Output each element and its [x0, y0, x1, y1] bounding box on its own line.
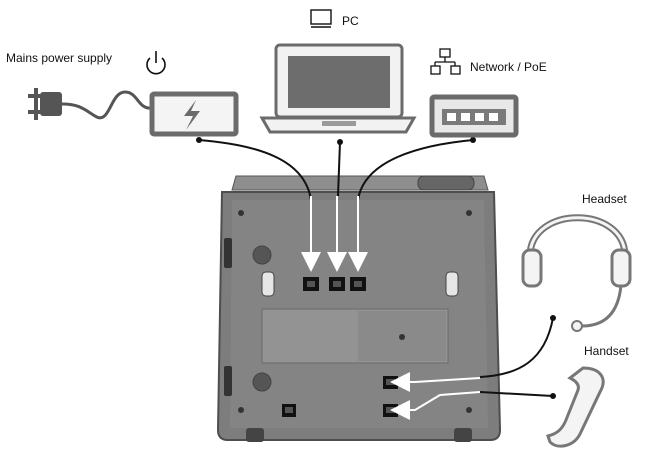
- cable-headset: [390, 315, 556, 392]
- handset: [546, 366, 605, 448]
- port-handset: [383, 404, 398, 417]
- monitor-icon: [310, 9, 332, 28]
- port-power: [303, 277, 319, 291]
- cable-power: [196, 137, 321, 272]
- handset-label: Handset: [584, 344, 629, 358]
- network-label: Network / PoE: [470, 60, 547, 74]
- cable-network: [348, 137, 476, 272]
- power-supply: [28, 88, 239, 137]
- port-pc: [329, 277, 345, 291]
- laptop: [259, 43, 417, 134]
- port-extra: [282, 404, 296, 417]
- mains-label: Mains power supply: [6, 51, 112, 65]
- network-switch: [429, 94, 519, 138]
- power-icon: [146, 51, 166, 75]
- phone-base: [216, 175, 502, 442]
- headset: [521, 214, 632, 332]
- cable-pc: [327, 139, 347, 272]
- headset-label: Headset: [582, 192, 627, 206]
- network-icon: [430, 48, 461, 75]
- port-network: [350, 277, 366, 291]
- pc-label: PC: [342, 14, 359, 28]
- cable-handset: [390, 391, 556, 420]
- port-headset: [383, 376, 398, 389]
